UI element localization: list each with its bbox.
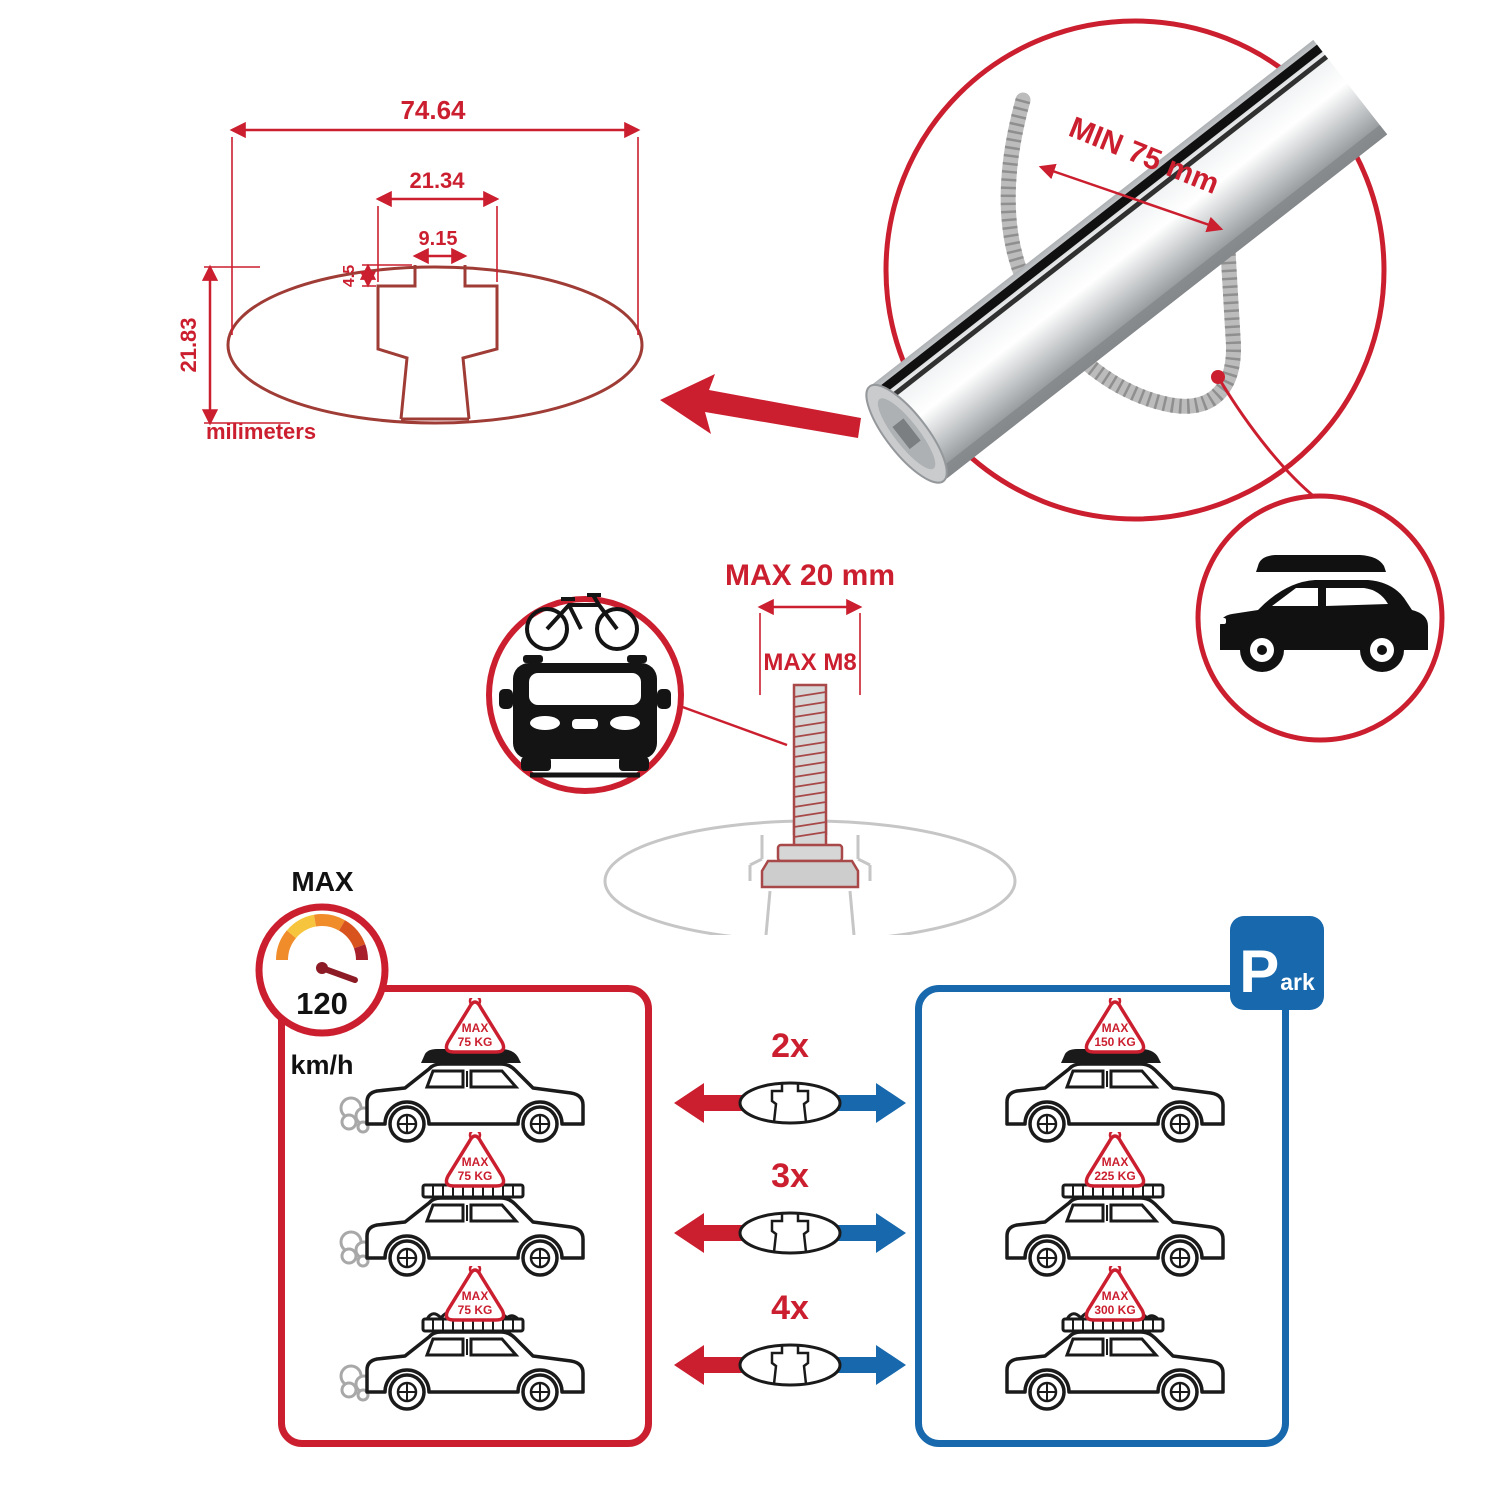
car-front-icon	[499, 655, 671, 778]
speed-gauge: 120	[255, 903, 389, 1037]
min-span-arrow	[1038, 163, 1224, 233]
dim-lip-height: 4.5	[341, 265, 358, 287]
dim-total-height: 21.83	[180, 317, 201, 372]
right-arrow	[838, 1345, 906, 1385]
badge-title: MAX	[1102, 1289, 1129, 1303]
car-parked-1: MAX 150 KG	[1005, 998, 1225, 1143]
car-driving-3: MAX 75 KG	[339, 1266, 585, 1411]
badge-title: MAX	[462, 1289, 489, 1303]
red-arrow-shape	[660, 374, 861, 438]
left-arrow	[674, 1083, 742, 1123]
multiplier-label: 3x	[771, 1157, 809, 1195]
bar-profile-icon	[738, 1081, 842, 1125]
badge-title: MAX	[1102, 1021, 1129, 1035]
dim-slot-outer: 21.34	[409, 168, 465, 193]
multiplier-label: 4x	[771, 1289, 809, 1327]
dim-slot-opening: 9.15	[419, 228, 458, 250]
parking-sign-ark: ark	[1280, 969, 1315, 995]
cross-section-diagram: 74.64 21.34 9.15 4.5 21.83 milimeters	[180, 95, 644, 444]
pointer-arrow	[660, 374, 861, 438]
right-arrow	[838, 1213, 906, 1253]
right-arrow	[838, 1083, 906, 1123]
badge-load: 225 KG	[1094, 1169, 1135, 1183]
suv-with-roofbox	[1216, 555, 1428, 672]
badge-load: 75 KG	[458, 1035, 493, 1049]
bar-profile-ellipse	[226, 265, 644, 425]
left-arrow	[674, 1213, 742, 1253]
badge-title: MAX	[1102, 1155, 1129, 1169]
t-bolt	[760, 683, 860, 889]
multiplier-label: 2x	[771, 1027, 809, 1065]
t-slot-profile	[376, 265, 499, 421]
gauge-max-label: MAX	[291, 866, 354, 897]
car-parked-3: MAX 300 KG	[1005, 1266, 1225, 1411]
car-driving-1: MAX 75 KG	[339, 998, 585, 1143]
parking-sign: P ark	[1230, 916, 1324, 1010]
bolt-max-width: MAX 20 mm	[725, 559, 895, 592]
bicycle-icon	[525, 593, 639, 651]
dim-total-width: 74.64	[400, 95, 466, 125]
parking-sign-p: P	[1239, 938, 1280, 1005]
badge-load: 75 KG	[458, 1303, 493, 1317]
car-callout-line	[676, 703, 788, 747]
bolt-spec: MAX 20 mm MAX M8	[486, 559, 1017, 935]
badge-load: 75 KG	[458, 1169, 493, 1183]
car-driving-2: MAX 75 KG	[339, 1132, 585, 1277]
multiplier-row-1: 2x	[674, 1027, 906, 1125]
multiplier-row-2: 3x	[674, 1157, 906, 1255]
bar-profile-icon	[738, 1343, 842, 1387]
bolt-thread-label: MAX M8	[763, 649, 856, 676]
left-arrow	[674, 1345, 742, 1385]
bar-profile-icon	[738, 1211, 842, 1255]
callout-line	[1216, 376, 1318, 501]
badge-title: MAX	[462, 1021, 489, 1035]
badge-load: 150 KG	[1094, 1035, 1135, 1049]
gauge-unit-label: km/h	[290, 1050, 354, 1080]
badge-load: 300 KG	[1094, 1303, 1135, 1317]
gauge-arcs	[276, 914, 369, 961]
roofbox-icon	[1256, 555, 1386, 572]
units-label: milimeters	[206, 419, 316, 444]
multiplier-row-3: 4x	[674, 1289, 906, 1387]
bar-detail: MIN 75 mm	[865, 18, 1445, 743]
badge-title: MAX	[462, 1155, 489, 1169]
gauge-value: 120	[296, 986, 348, 1021]
car-parked-2: MAX 225 KG	[1005, 1132, 1225, 1277]
